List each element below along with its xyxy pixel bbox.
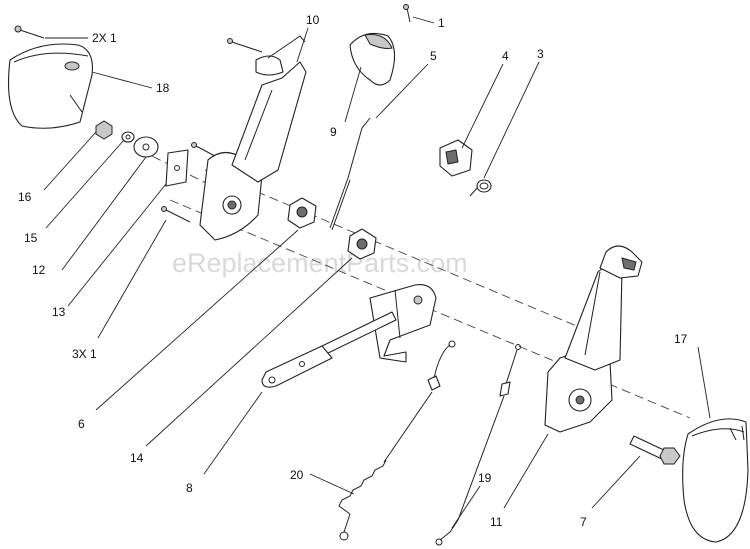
spring-3 bbox=[469, 179, 492, 197]
callout-3: 3 bbox=[537, 47, 544, 61]
callout-10: 10 bbox=[306, 13, 320, 27]
callout-18: 18 bbox=[156, 81, 170, 95]
knob-grip-9 bbox=[349, 4, 411, 86]
washer-12 bbox=[133, 136, 159, 158]
bolt-7 bbox=[629, 435, 681, 465]
cable-19 bbox=[435, 344, 521, 546]
cable-20 bbox=[338, 340, 456, 541]
callout-leader-lines bbox=[43, 16, 711, 529]
callout-16: 16 bbox=[18, 190, 32, 204]
callout-labels: 1 2X 1 3 4 5 6 7 8 9 10 11 12 13 14 15 1… bbox=[18, 13, 688, 529]
callout-4: 4 bbox=[502, 49, 509, 63]
nut-16 bbox=[95, 120, 113, 140]
callout-17: 17 bbox=[674, 332, 688, 346]
callout-8: 8 bbox=[186, 481, 193, 495]
bushing-14 bbox=[347, 228, 377, 260]
callout-3x1: 3X 1 bbox=[72, 347, 97, 361]
callout-20: 20 bbox=[290, 468, 304, 482]
screw-2 bbox=[14, 25, 45, 39]
callout-6: 6 bbox=[78, 417, 85, 431]
left-control-lever bbox=[199, 35, 307, 241]
callout-14: 14 bbox=[130, 451, 144, 465]
center-bracket bbox=[369, 283, 437, 363]
callout-1: 1 bbox=[438, 16, 445, 30]
washer-15 bbox=[121, 131, 135, 143]
callout-12: 12 bbox=[32, 263, 46, 277]
friction-plate-13 bbox=[165, 149, 189, 187]
spring-wire-5 bbox=[329, 117, 371, 231]
right-handle-cover bbox=[682, 418, 749, 543]
right-control-lever bbox=[544, 245, 643, 433]
shaft-8 bbox=[261, 311, 397, 388]
callout-15: 15 bbox=[24, 231, 38, 245]
latch-4 bbox=[439, 139, 473, 177]
callout-5: 5 bbox=[430, 49, 437, 63]
callout-9: 9 bbox=[330, 125, 337, 139]
callout-2x1: 2X 1 bbox=[92, 31, 117, 45]
left-handle-cover bbox=[7, 43, 93, 129]
callout-19: 19 bbox=[478, 471, 492, 485]
callout-11: 11 bbox=[490, 515, 503, 529]
callout-7: 7 bbox=[580, 515, 587, 529]
bushing-6 bbox=[287, 197, 317, 229]
screws-3x bbox=[161, 142, 216, 223]
callout-13: 13 bbox=[52, 305, 66, 319]
